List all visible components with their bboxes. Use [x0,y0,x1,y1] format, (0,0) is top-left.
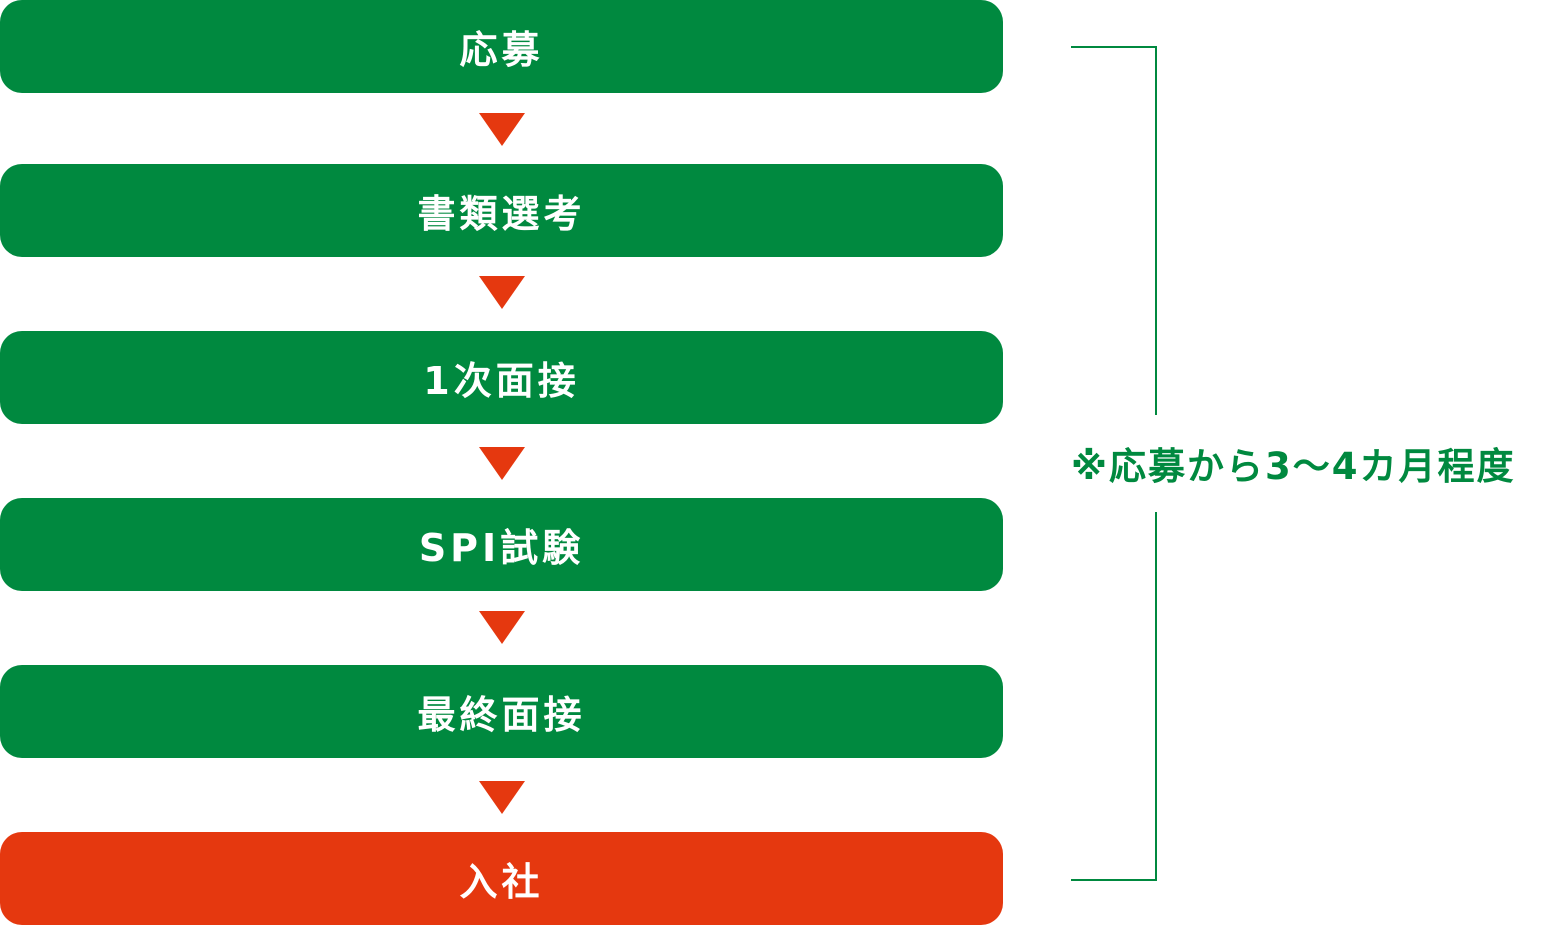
duration-note: ※応募から3〜4カ月程度 [1071,445,1516,488]
down-arrow-icon [479,611,525,644]
step-joining: 入社 [0,832,1003,925]
bracket-lower-vertical-line [1155,512,1157,881]
step-final-interview: 最終面接 [0,665,1003,758]
down-arrow-icon [479,447,525,480]
step-document-screening: 書類選考 [0,164,1003,257]
down-arrow-icon [479,276,525,309]
bracket-upper-vertical-line [1155,46,1157,415]
down-arrow-icon [479,781,525,814]
down-arrow-icon [479,113,525,146]
bracket-bottom-line [1071,879,1157,881]
step-spi-test: SPI試験 [0,498,1003,591]
bracket-top-line [1071,46,1157,48]
step-application: 応募 [0,0,1003,93]
step-first-interview: 1次面接 [0,331,1003,424]
